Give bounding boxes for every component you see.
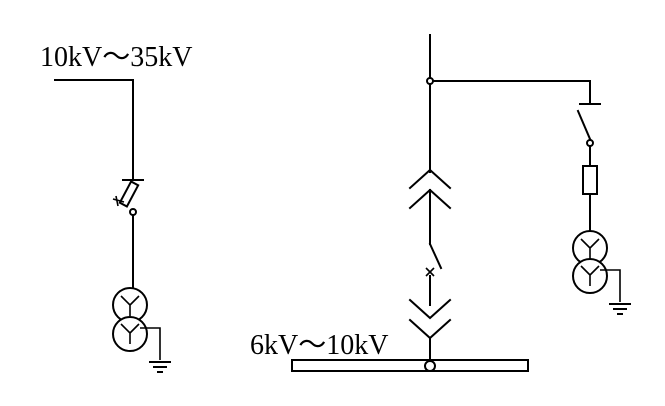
right-ground-icon — [609, 303, 631, 315]
left-ground-icon — [149, 361, 171, 373]
pt-branch — [432, 80, 631, 315]
main-feeder — [408, 34, 452, 363]
low-voltage-label: 6kV～10kV — [250, 330, 388, 361]
busbar-node — [424, 360, 436, 372]
right-voltage-transformer-icon — [572, 230, 621, 302]
pt-fuse-icon — [582, 165, 598, 195]
busbar — [291, 359, 529, 372]
left-voltage-transformer-icon — [112, 287, 161, 360]
pt-disconnect-blade — [576, 109, 592, 141]
circuit-breaker-icon — [425, 242, 443, 277]
high-voltage-label: 10kV～35kV — [40, 42, 192, 73]
left-incoming-line — [54, 79, 134, 181]
left-feeder — [54, 79, 171, 373]
fuse-disconnector-icon — [112, 180, 140, 208]
pt-feed-line — [432, 80, 591, 105]
